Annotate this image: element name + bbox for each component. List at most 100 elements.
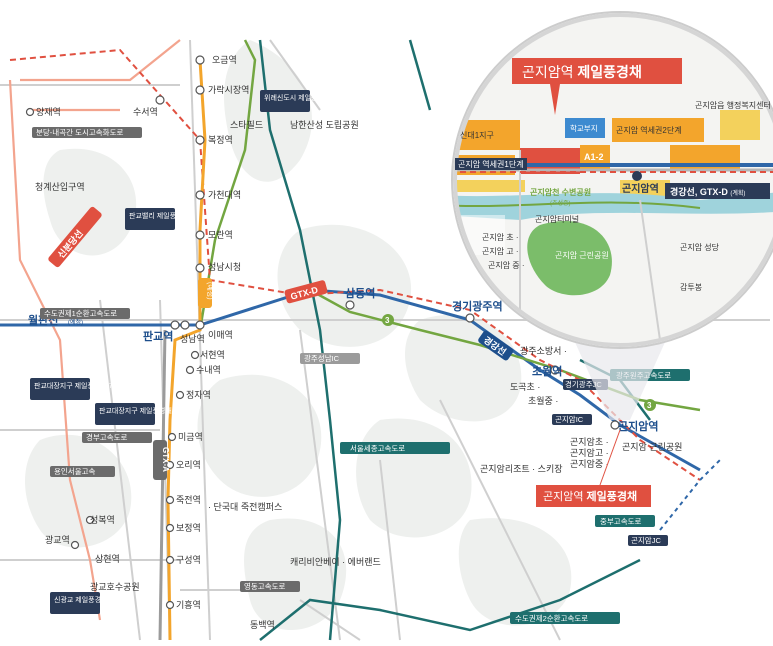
svg-text:영동고속도로: 영동고속도로: [244, 581, 285, 591]
station-ojeum-label: 오금역: [212, 55, 237, 65]
station-cheonggye-label: 청계산입구역: [35, 181, 85, 192]
park-label: 곤지암천 수변공원: [530, 187, 591, 197]
svg-text:3: 3: [385, 316, 390, 325]
station-dongbaek-label: 동백역: [250, 620, 275, 630]
zoom-callout-box: [512, 58, 682, 84]
dogok-label: 도곡초 ·: [510, 382, 540, 392]
svg-text:(예정): (예정): [206, 282, 215, 300]
station-seongbok-label: 성복역: [90, 515, 115, 525]
station-bokjeong-label: 복정역: [208, 135, 233, 145]
gonjiam-cho-label: 곤지암초 ·: [570, 436, 609, 447]
office-label: 곤지암읍 행정복지센터: [695, 100, 771, 110]
svg-text:판교밸리 제일풍경채: 판교밸리 제일풍경채: [129, 211, 189, 220]
bottom-callout: 곤지암역 제일풍경채: [536, 429, 651, 507]
station-seongnam-label: 성남역: [180, 334, 205, 344]
chowol-mid-label: 초월중 ·: [528, 395, 558, 406]
svg-text:위례신도시 제일풍경채: 위례신도시 제일풍경채: [264, 93, 330, 102]
station-garak-label: 가락시장역: [208, 84, 249, 95]
station-imae-label: 이매역: [208, 330, 233, 340]
svg-text:신광교 제일풍경채: 신광교 제일풍경채: [54, 595, 107, 604]
gwangju-fire-label: 광주소방서 ·: [520, 345, 567, 356]
school-0-label: 곤지암 초 ·: [482, 232, 519, 242]
terrain-shading: [25, 40, 572, 630]
svg-text:광주성남IC: 광주성남IC: [304, 353, 340, 363]
svg-text:곤지암IC: 곤지암IC: [555, 414, 584, 424]
svg-text:수도권제1순환고속도로: 수도권제1순환고속도로: [44, 308, 117, 318]
station-moran-label: 모란역: [208, 229, 233, 240]
svg-text:수도권제2순환고속도로: 수도권제2순환고속도로: [515, 613, 588, 623]
svg-text:경기광주JC: 경기광주JC: [565, 379, 602, 389]
station-guseong-label: 구성역: [176, 555, 201, 565]
zoom-labels: 곤지암역 제일풍경채 신대1지구 학교부지 곤지암 역세권2단계 곤지암 역세권…: [455, 58, 771, 292]
station-gwanggyo-label: 광교역: [45, 534, 70, 545]
line-badge-orange: (예정): [198, 278, 215, 308]
station-jeongja-label: 정자역: [186, 390, 211, 400]
gonjiam-go-label: 곤지암고 ·: [570, 447, 609, 458]
route3-line: [309, 288, 701, 412]
district2-label: 곤지암 역세권2단계: [616, 125, 682, 135]
station-gonjiam-label: 곤지암역: [618, 419, 658, 433]
station-gacheon-label: 가천대역: [208, 190, 241, 200]
svg-text:용인서울고속: 용인서울고속: [54, 466, 95, 476]
starfield-label: 스타필드: [230, 119, 263, 130]
callout-station-label: 곤지암역: [622, 182, 659, 195]
station-samdong-label: 삼동역: [345, 286, 375, 300]
district1-label: 곤지암 역세권1단계: [458, 159, 524, 169]
gonjiam-jung-label: 곤지암중 ·: [570, 458, 609, 469]
gtxa-line: [158, 329, 167, 641]
station-seohyeon-label: 서현역: [200, 350, 225, 360]
salmon-roads: [8, 39, 181, 621]
callout-line-badge: 경강선, GTX-D (계획): [670, 186, 745, 197]
namhan-label: 남한산성 도립공원: [290, 120, 359, 130]
school-1-label: 곤지암 고 ·: [482, 246, 519, 256]
svg-text:3: 3: [647, 401, 652, 410]
caribbean-label: 캐리비안베이 · 에버랜드: [290, 557, 381, 567]
resort-label: 곤지암리조트 · 스키장: [480, 463, 563, 474]
bundang-line: [166, 59, 207, 641]
zoom-callout-title: 곤지암역 제일풍경채: [522, 64, 642, 80]
svg-text:곤지암역 제일풍경채: 곤지암역 제일풍경채: [543, 489, 637, 503]
sungdang-label: 곤지암 성당: [680, 242, 720, 252]
school-label: 학교부지: [570, 123, 598, 133]
station-migeum-label: 미금역: [178, 432, 203, 442]
svg-text:분당-내곡간 도시고속화도로: 분당-내곡간 도시고속화도로: [36, 127, 123, 137]
gonjiam-park-label: 곤지암 근린공원: [622, 441, 682, 452]
station-gyeonggi-gwangju-label: 경기광주역: [452, 299, 503, 313]
sinae-label: 신대1지구: [460, 131, 494, 140]
gamtu-label: 감투봉: [680, 282, 702, 292]
route3-markers: 3 3: [382, 314, 656, 411]
gwanggyo-park-label: 광교호수공원: [90, 581, 140, 592]
station-pangyo-label: 판교역: [143, 329, 173, 343]
station-suseo-label: 수서역: [133, 107, 158, 117]
station-chowol-label: 초월역: [532, 364, 562, 378]
svg-text:경부고속도로: 경부고속도로: [86, 432, 127, 442]
svg-text:판교대장지구 제일풍경채 7단지: 판교대장지구 제일풍경채 7단지: [34, 381, 126, 390]
svg-text:중부고속도로: 중부고속도로: [600, 517, 641, 526]
gtxd-line: [9, 48, 701, 481]
station-jukjeon-label: 죽전역: [176, 495, 201, 505]
svg-text:서울세종고속도로: 서울세종고속도로: [350, 444, 405, 453]
station-markers: [25, 55, 620, 610]
project-labels: 위례신도시 제일풍경채 판교밸리 제일풍경채 판교대장지구 제일풍경채 7단지 …: [30, 90, 330, 614]
line-badge-gtxa: GTX-A: [153, 440, 170, 480]
terminal-label: 곤지암터미널: [535, 214, 579, 224]
school-2-label: 곤지암 중 ·: [488, 260, 525, 270]
station-ori-label: 오리역: [176, 460, 201, 470]
station-yangjae-label: 양재역: [36, 107, 61, 117]
station-sanghyeon-label: 상현역: [95, 554, 120, 564]
woolpan-note: (예정): [68, 318, 83, 326]
zoom-circle-border: [453, 13, 773, 347]
park-sub-label: (조성중): [550, 199, 571, 207]
a12-label: A1-2: [584, 152, 604, 162]
svg-text:GTX-A: GTX-A: [161, 447, 170, 472]
station-seongnamsi-label: 성남시청: [208, 262, 241, 272]
dankook-label: · 단국대 죽전캠퍼스: [208, 501, 282, 512]
station-sunae-label: 수내역: [196, 365, 221, 375]
svg-text:곤지암JC: 곤지암JC: [631, 535, 661, 545]
station-bojeong-label: 보정역: [176, 523, 201, 533]
jungbu-dashed: [659, 459, 721, 531]
station-giheung-label: 기흥역: [176, 599, 201, 610]
svg-text:판교대장지구 제일풍경채 5단지: 판교대장지구 제일풍경채 5단지: [99, 406, 191, 415]
